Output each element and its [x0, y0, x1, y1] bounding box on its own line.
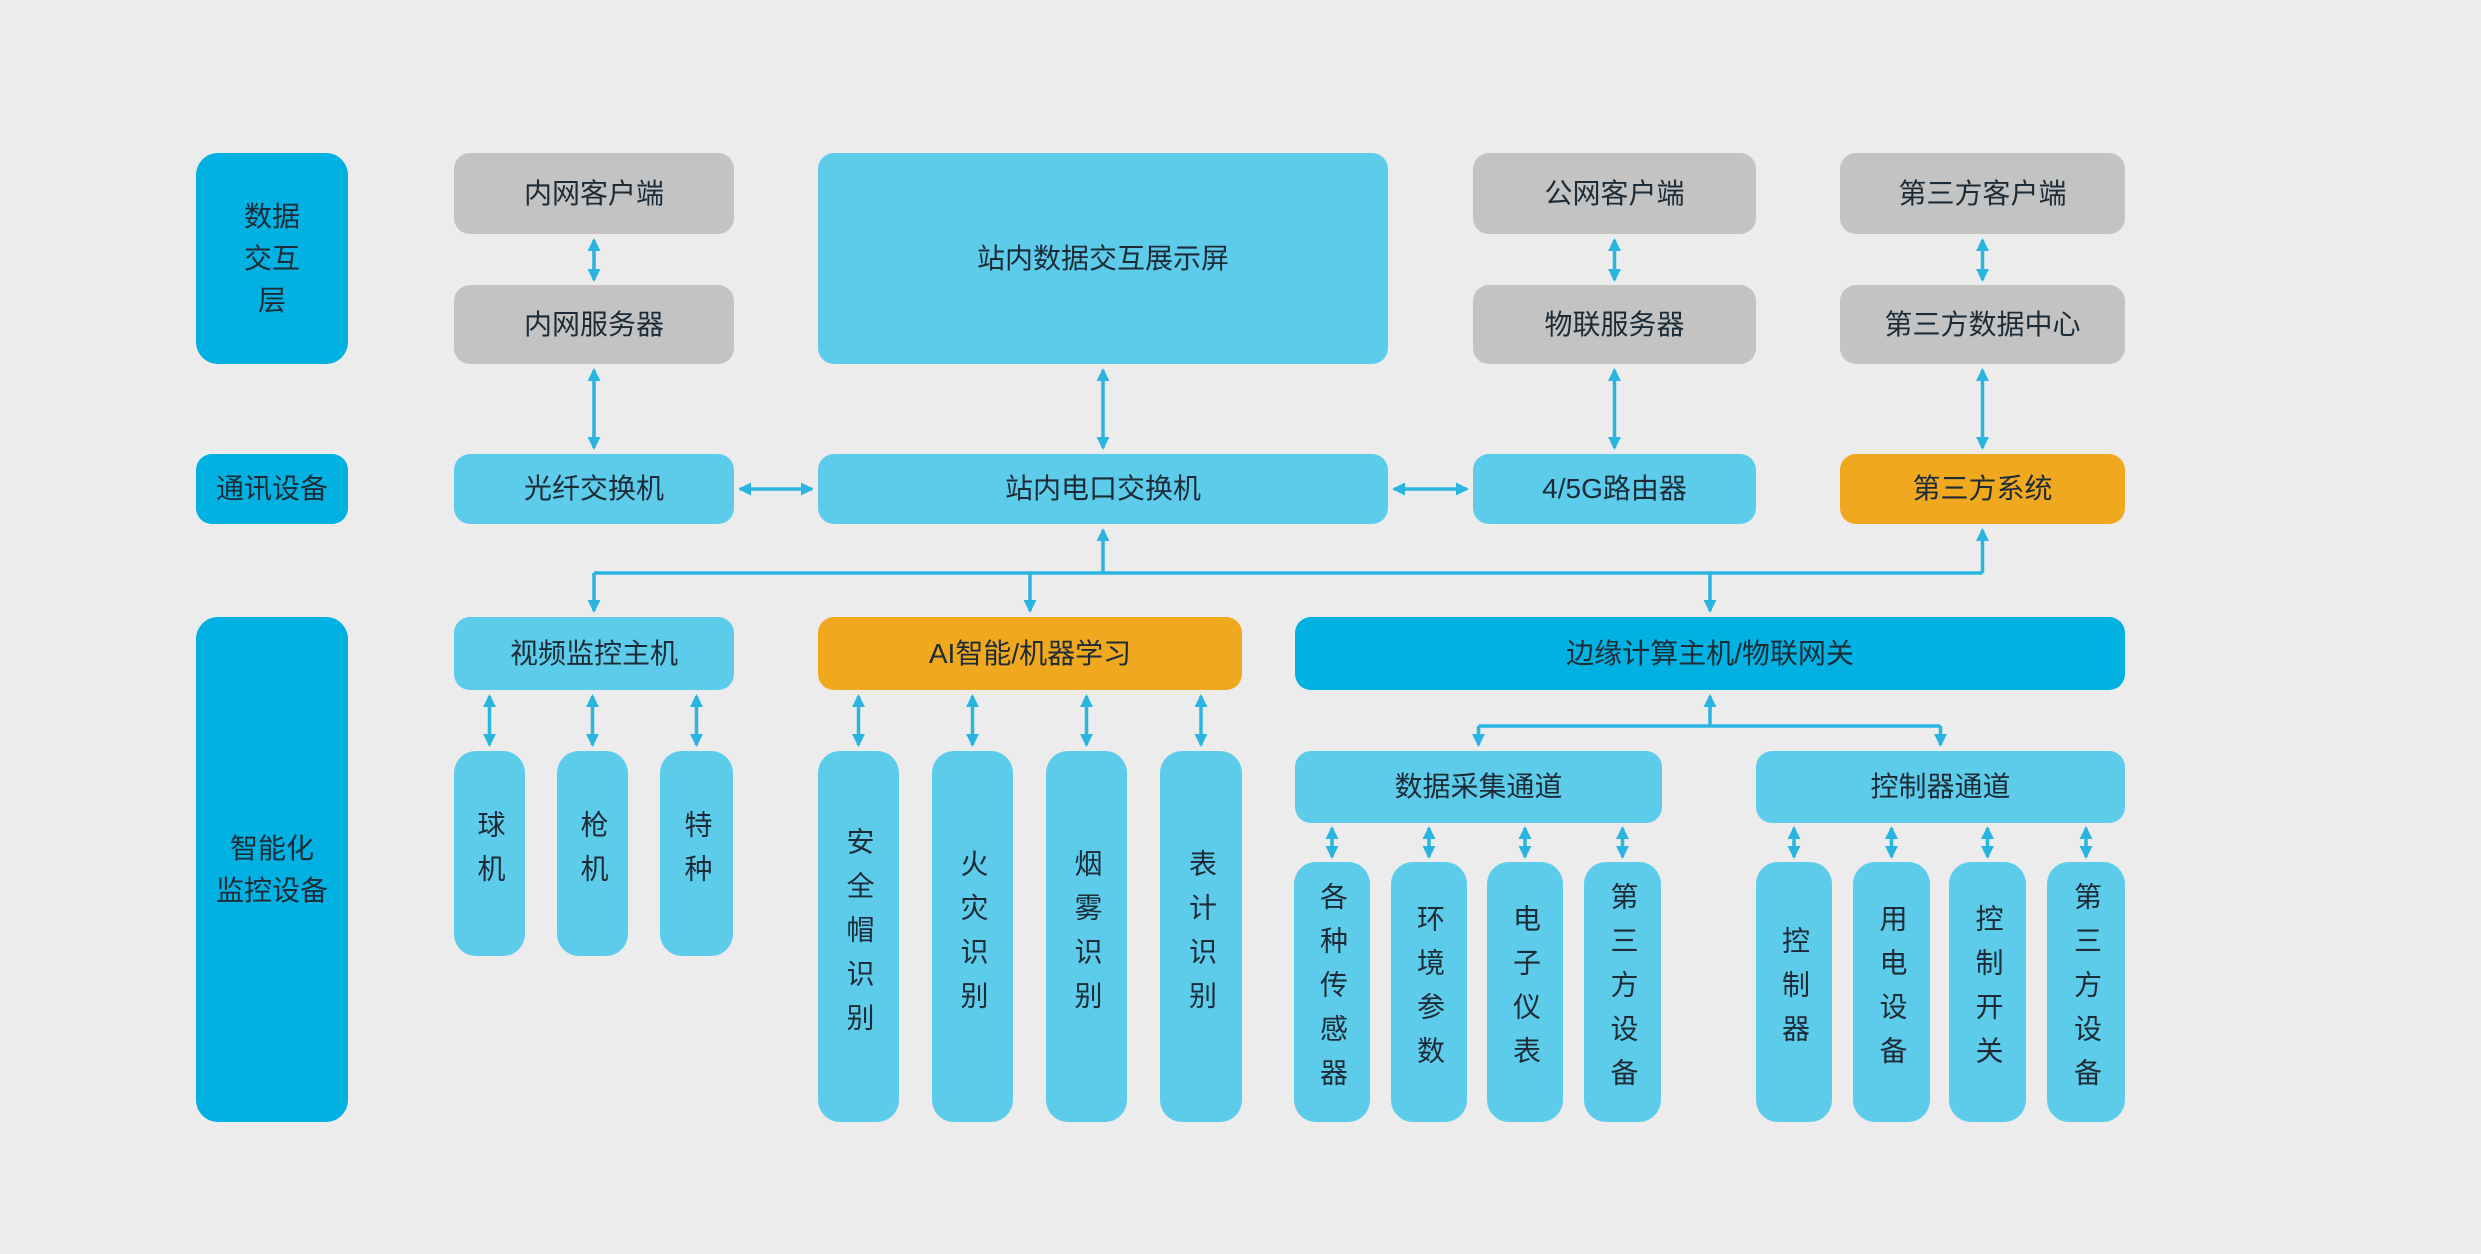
layer-label-monitoring: 智能化 监控设备	[196, 617, 348, 1122]
node-iot-server: 物联服务器	[1473, 285, 1756, 364]
node-edge-gateway: 边缘计算主机/物联网关	[1295, 617, 2125, 690]
node-intranet-client: 内网客户端	[454, 153, 734, 234]
node-video-host: 视频监控主机	[454, 617, 734, 690]
node-controller-channel: 控制器通道	[1756, 751, 2125, 823]
arrows-layer	[483, 238, 2093, 859]
node-third-party-device-a: 第三方设备	[1584, 862, 1661, 1122]
node-dome-camera: 球机	[454, 751, 525, 956]
node-bullet-camera: 枪机	[557, 751, 628, 956]
node-display-screen: 站内数据交互展示屏	[818, 153, 1388, 364]
node-third-party-system: 第三方系统	[1840, 454, 2125, 524]
node-ai-ml: AI智能/机器学习	[818, 617, 1242, 690]
node-control-switch: 控制开关	[1949, 862, 2026, 1122]
layer-label-data-interaction: 数据 交互 层	[196, 153, 348, 364]
node-special-camera: 特种	[660, 751, 733, 956]
node-smoke-recognition: 烟雾识别	[1046, 751, 1127, 1122]
node-data-collect-channel: 数据采集通道	[1295, 751, 1662, 823]
node-controller: 控制器	[1756, 862, 1832, 1122]
node-helmet-recognition: 安全帽识别	[818, 751, 899, 1122]
node-fiber-switch: 光纤交换机	[454, 454, 734, 524]
node-station-switch: 站内电口交换机	[818, 454, 1388, 524]
node-meter-recognition: 表计识别	[1160, 751, 1242, 1122]
node-intranet-server: 内网服务器	[454, 285, 734, 364]
node-various-sensors: 各种传感器	[1294, 862, 1370, 1122]
node-fire-recognition: 火灾识别	[932, 751, 1013, 1122]
node-public-client: 公网客户端	[1473, 153, 1756, 234]
node-router-4-5g: 4/5G路由器	[1473, 454, 1756, 524]
node-third-party-datacenter: 第三方数据中心	[1840, 285, 2125, 364]
node-electronic-meters: 电子仪表	[1487, 862, 1563, 1122]
node-third-party-client: 第三方客户端	[1840, 153, 2125, 234]
layer-label-communication: 通讯设备	[196, 454, 348, 524]
node-environment-params: 环境参数	[1391, 862, 1467, 1122]
node-third-party-device-b: 第三方设备	[2047, 862, 2125, 1122]
node-power-devices: 用电设备	[1853, 862, 1930, 1122]
